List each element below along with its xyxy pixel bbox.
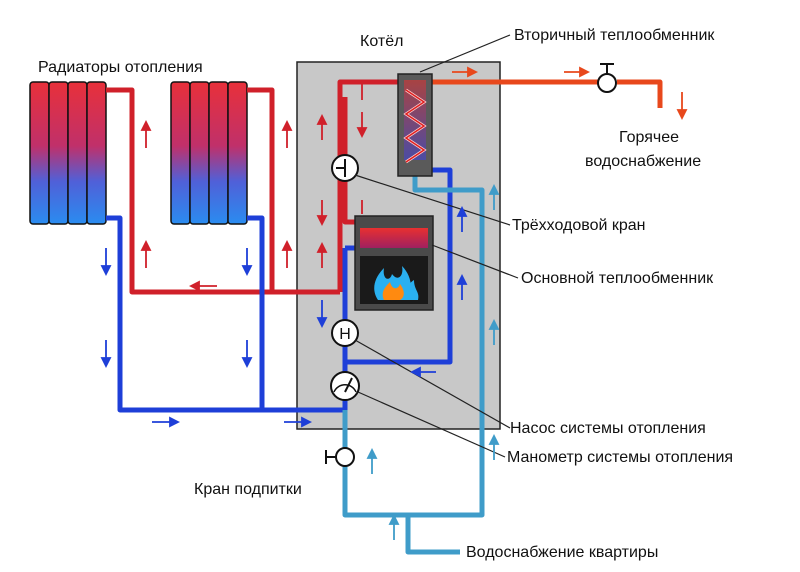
three-way-valve-label: Трёхходовой кран <box>512 217 646 234</box>
radiator-right <box>170 81 248 225</box>
flame-icon <box>374 266 419 300</box>
pump-letter: H <box>339 326 351 343</box>
manometer-icon <box>330 371 360 401</box>
hot-water-label-line2: водоснабжение <box>585 153 702 170</box>
domestic-hot-pipe <box>432 79 663 108</box>
hot-flow-arrows <box>140 84 368 292</box>
radiator-left <box>29 81 107 225</box>
secondary-heat-exchanger <box>397 73 433 177</box>
secondary-hx-label: Вторичный теплообменник <box>514 27 715 44</box>
water-supply-label: Водоснабжение квартиры <box>466 544 659 561</box>
hot-supply-pipes <box>106 79 433 295</box>
pump-label: Насос системы отопления <box>510 420 706 437</box>
radiators-label: Радиаторы отопления <box>38 59 203 76</box>
boiler-label: Котёл <box>360 33 404 50</box>
primary-heat-exchanger <box>354 215 434 311</box>
pump-icon: H <box>331 319 359 347</box>
domestic-cold-flow-arrows <box>366 183 500 540</box>
three-way-valve-icon <box>331 154 359 182</box>
refill-valve-icon <box>325 447 355 467</box>
refill-valve-label: Кран подпитки <box>194 481 302 498</box>
hot-water-label-line1: Горячее <box>619 129 680 146</box>
cold-return-pipes <box>106 167 453 413</box>
domestic-cold-pipes <box>342 176 485 555</box>
manometer-label: Манометр системы отопления <box>507 449 734 466</box>
leader-lines <box>354 34 519 458</box>
cold-flow-arrows <box>100 205 468 428</box>
primary-hx-label: Основной теплообменник <box>521 270 714 287</box>
domestic-hot-flow-arrows <box>452 66 688 121</box>
hot-water-tap-icon <box>597 63 617 93</box>
